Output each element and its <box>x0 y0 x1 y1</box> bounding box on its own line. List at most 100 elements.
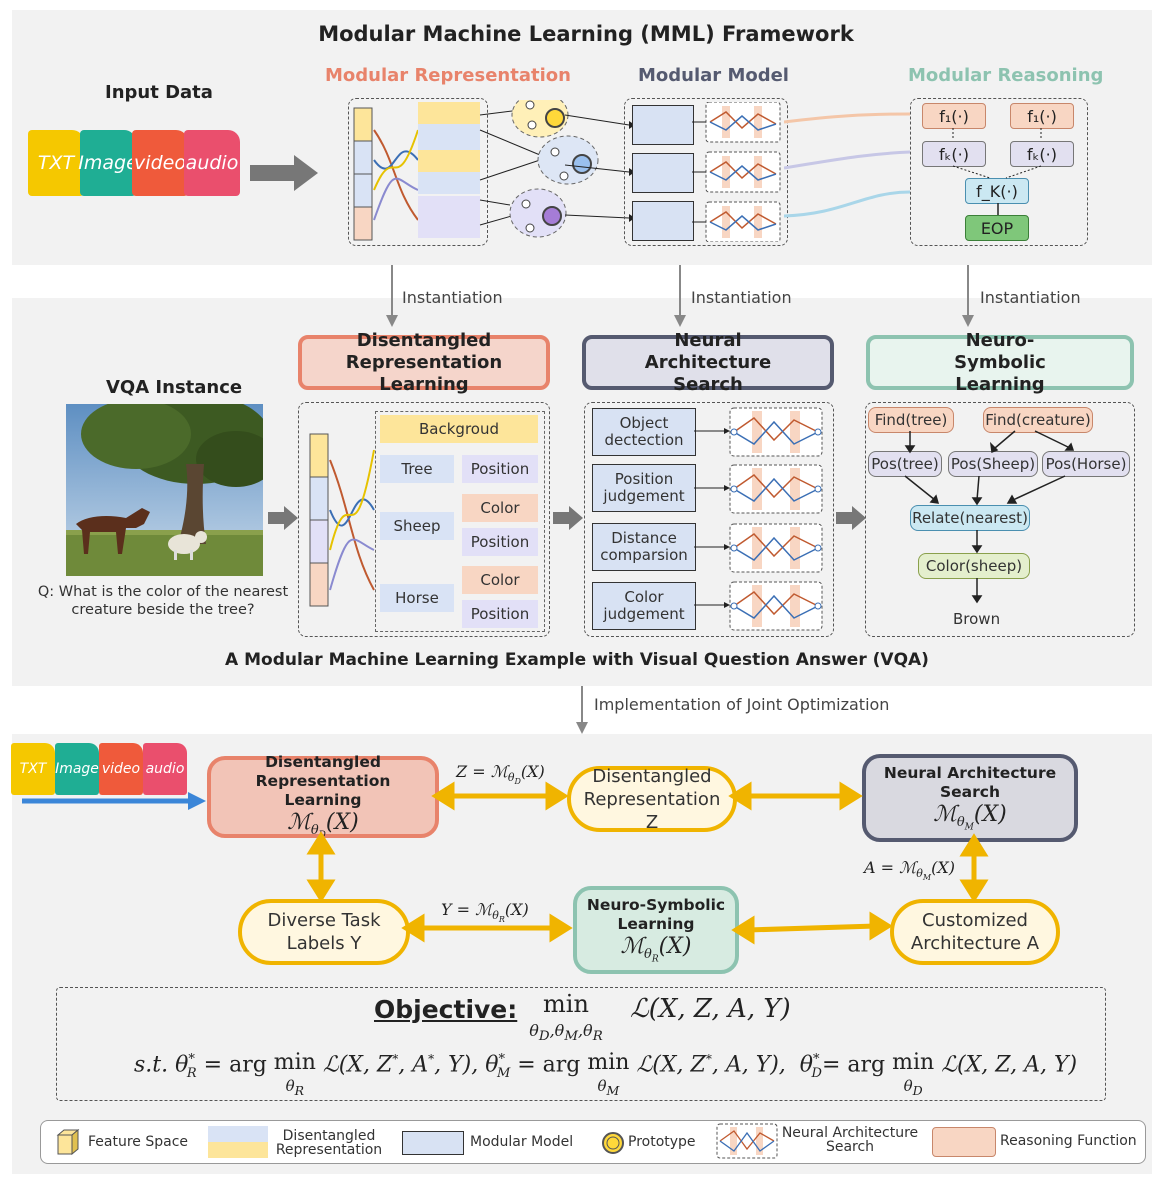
nsl-header: Neuro-Symbolic Learning <box>866 330 1134 395</box>
ns-pos-sheep: Pos(Sheep) <box>948 451 1038 477</box>
legend-modular-model: Modular Model <box>470 1134 574 1150</box>
bottom-file-audio: audio <box>143 743 187 795</box>
input-arrow <box>250 155 318 191</box>
disentangled-representation-z: Disentangled Representation Z <box>567 766 737 833</box>
drl-feature-stack <box>309 433 375 607</box>
rep-background: Backgroud <box>380 415 538 443</box>
drl-to-nas-arrow <box>553 506 583 530</box>
modular-reasoning-box <box>910 98 1088 246</box>
modular-representation-box <box>348 98 488 246</box>
rep-to-model-arrows <box>565 114 635 222</box>
instantiation-arrows <box>386 265 974 327</box>
instantiation-label-3: Instantiation <box>980 288 1081 307</box>
reasoning-f1-left: f₁(·) <box>922 103 986 129</box>
input-blue-arrow <box>22 792 206 810</box>
bottom-file-image: Image <box>55 743 99 795</box>
reasoning-f1-right: f₁(·) <box>1010 103 1074 129</box>
legend-nas-swatch <box>716 1123 778 1159</box>
col-modular-representation: Modular Representation <box>325 65 571 86</box>
nsl-detail-box <box>865 402 1135 637</box>
model-nas-mini <box>692 102 781 242</box>
instantiation-label-2: Instantiation <box>691 288 792 307</box>
rep-sheep-color: Color <box>462 494 538 522</box>
legend-prototype: Prototype <box>628 1134 696 1150</box>
vqa-caption: A Modular Machine Learning Example with … <box>225 650 929 670</box>
objective-box <box>56 987 1106 1101</box>
nas-detail-box <box>584 402 834 637</box>
diverse-task-labels-y: Diverse Task Labels Y <box>238 899 410 965</box>
reasoning-fk-right: fₖ(·) <box>1010 141 1074 167</box>
rep-horse-color: Color <box>462 566 538 594</box>
ns-find-creature: Find(creature) <box>983 407 1093 433</box>
legend-modular-model-swatch <box>402 1131 464 1155</box>
modular-model-block-1 <box>632 105 694 145</box>
nas-header: Neural Architecture Search <box>582 330 834 395</box>
nas-object-detection: Object dectection <box>592 408 696 456</box>
legend-feature-space: Feature Space <box>88 1134 189 1150</box>
vqa-image <box>66 404 263 576</box>
rep-horse: Horse <box>380 584 454 612</box>
rep-tree: Tree <box>380 455 454 483</box>
file-audio: audio <box>184 130 240 196</box>
legend-prototype-swatch <box>602 1132 624 1154</box>
nas-cells <box>694 407 823 631</box>
nas-position-judgement: Position judgement <box>592 464 696 512</box>
input-data-label: Input Data <box>105 82 213 103</box>
legend-feature-space-swatch <box>56 1129 80 1155</box>
drl-header: Disentangled Representation Learning <box>298 330 550 395</box>
nas-color-judgement: Color judgement <box>592 582 696 630</box>
file-image: Image <box>78 130 138 196</box>
vqa-instance-title: VQA Instance <box>106 377 243 398</box>
bottom-drl-node: Disentangled Representation Learning ℳθD… <box>207 753 439 841</box>
reasoning-fK: f_K(·) <box>965 178 1029 204</box>
instantiation-label-1: Instantiation <box>402 288 503 307</box>
representation-illustration <box>353 100 599 241</box>
vqa-question: Q: What is the color of the nearest crea… <box>37 584 289 618</box>
objective-loss: ℒ(X, Z, A, Y) <box>630 994 791 1024</box>
reasoning-links <box>952 128 1042 215</box>
eq-y: Y = ℳθR(X) <box>441 900 529 925</box>
ns-relate-nearest: Relate(nearest) <box>910 505 1030 531</box>
ns-color-sheep: Color(sheep) <box>918 553 1030 579</box>
drl-detail-box <box>298 402 550 637</box>
ns-pos-tree: Pos(tree) <box>868 451 942 477</box>
model-to-reasoning-streams <box>784 112 911 218</box>
ns-find-tree: Find(tree) <box>868 407 954 433</box>
legend-disentangled-representation: Disentangled Representation <box>275 1128 383 1158</box>
reasoning-eop: EOP <box>965 215 1029 241</box>
rep-horse-position: Position <box>462 600 538 628</box>
file-txt: TXT <box>28 130 84 196</box>
file-video: video <box>132 130 188 196</box>
bottom-file-video: video <box>99 743 143 795</box>
eq-a: A = ℳθM(X) <box>864 858 955 883</box>
modular-model-box <box>624 98 788 246</box>
legend-reasoning-function: Reasoning Function <box>1000 1133 1137 1149</box>
legend-disrep-swatch <box>208 1126 268 1158</box>
rep-sheep-position: Position <box>462 528 538 556</box>
col-modular-reasoning: Modular Reasoning <box>908 65 1104 86</box>
objective-label: Objective: <box>374 995 518 1024</box>
drl-representation-frame <box>375 411 545 632</box>
modular-model-block-3 <box>632 201 694 241</box>
ns-links <box>904 430 1075 604</box>
bottom-nsl-node: Neuro-Symbolic Learning ℳθR(X) <box>573 886 739 974</box>
ns-answer: Brown <box>953 610 1001 628</box>
modular-model-block-2 <box>632 153 694 193</box>
col-modular-model: Modular Model <box>638 65 789 86</box>
eq-z: Z = ℳθD(X) <box>456 762 545 787</box>
legend-neural-architecture-search: Neural Architecture Search <box>781 1125 919 1155</box>
joint-arrow <box>576 686 588 734</box>
ns-pos-horse: Pos(Horse) <box>1042 451 1130 477</box>
legend-reasoning-swatch <box>932 1127 996 1157</box>
framework-title: Modular Machine Learning (MML) Framework <box>318 22 854 46</box>
rep-tree-position: Position <box>462 455 538 483</box>
bottom-nas-node: Neural Architecture Search ℳθM(X) <box>862 754 1078 842</box>
nas-distance-comparsion: Distance comparsion <box>592 523 696 571</box>
joint-optimization-label: Implementation of Joint Optimization <box>594 695 890 714</box>
vqa-to-drl-arrow <box>268 506 298 530</box>
bottom-file-txt: TXT <box>11 743 55 795</box>
rep-sheep: Sheep <box>380 512 454 540</box>
